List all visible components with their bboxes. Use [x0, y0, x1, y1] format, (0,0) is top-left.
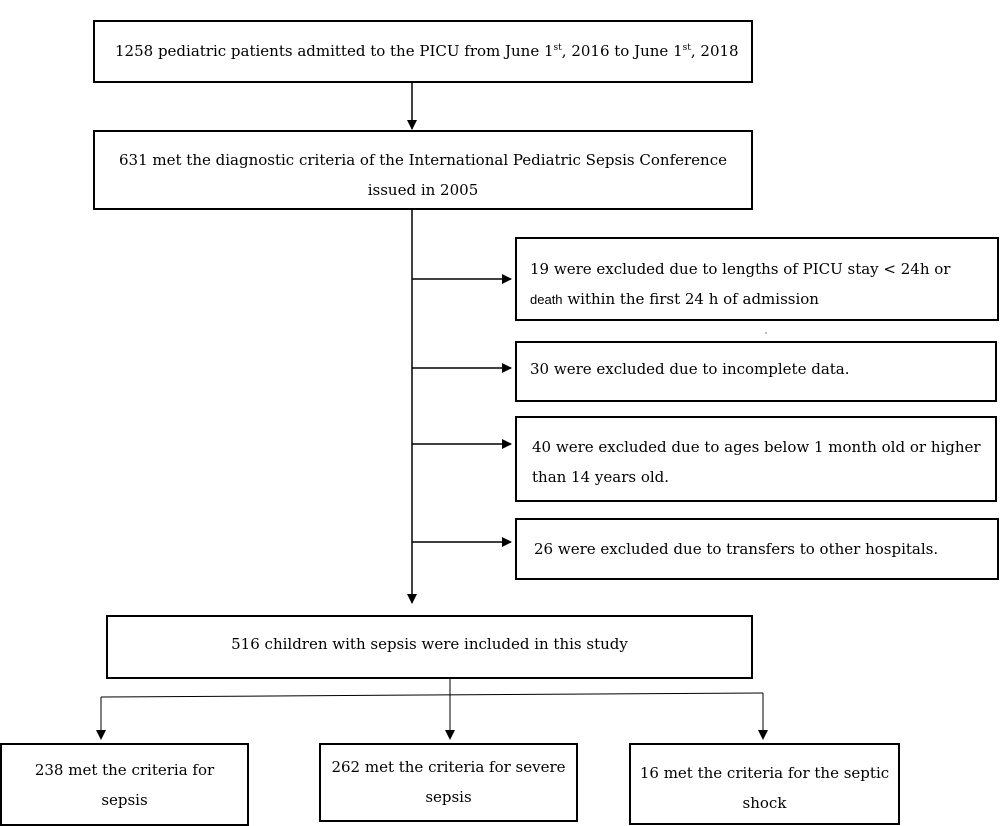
excluded-stay-line2-small: death	[530, 292, 563, 307]
sepsis-line2: sepsis	[101, 791, 148, 809]
admitted-sup2: st	[682, 43, 691, 53]
septic-shock-line2: shock	[742, 794, 787, 812]
criteria-box: 631 met the diagnostic criteria of the I…	[93, 130, 753, 210]
excluded-incomplete-text: 30 were excluded due to incomplete data.	[530, 360, 850, 378]
admitted-text-part3: , 2018	[690, 42, 739, 60]
severe-sepsis-line1: 262 met the criteria for severe	[331, 758, 566, 776]
excluded-age-box: 40 were excluded due to ages below 1 mon…	[515, 416, 997, 502]
included-box: 516 children with sepsis were included i…	[106, 615, 753, 679]
admitted-text: 1258 pediatric patients admitted to the …	[115, 36, 739, 66]
admitted-text-part2: , 2016 to June 1	[561, 42, 683, 60]
criteria-text: 631 met the diagnostic criteria of the I…	[95, 145, 751, 205]
excluded-stay-line2: death within the first 24 h of admission	[530, 284, 950, 315]
septic-shock-box: 16 met the criteria for the septic shock	[629, 743, 900, 825]
excluded-transfer-text: 26 were excluded due to transfers to oth…	[534, 540, 939, 558]
excluded-incomplete-box: 30 were excluded due to incomplete data.	[515, 341, 997, 402]
sepsis-text: 238 met the criteria for sepsis	[2, 755, 247, 815]
septic-shock-text: 16 met the criteria for the septic shock	[631, 758, 898, 818]
split-horizontal	[100, 692, 764, 698]
severe-sepsis-line2: sepsis	[425, 788, 472, 806]
admitted-sup1: st	[553, 43, 562, 53]
sepsis-box: 238 met the criteria for sepsis	[0, 743, 249, 826]
septic-shock-line1: 16 met the criteria for the septic	[639, 764, 890, 782]
criteria-line1: 631 met the diagnostic criteria of the I…	[119, 151, 727, 169]
excluded-transfer-box: 26 were excluded due to transfers to oth…	[515, 518, 999, 580]
excluded-stay-box: 19 were excluded due to lengths of PICU …	[515, 237, 999, 321]
excluded-age-line1: 40 were excluded due to ages below 1 mon…	[532, 438, 981, 456]
admitted-box: 1258 pediatric patients admitted to the …	[93, 20, 753, 83]
excluded-stay-line1: 19 were excluded due to lengths of PICU …	[530, 260, 951, 278]
excluded-stay-line2-rest: within the first 24 h of admission	[562, 290, 819, 308]
excluded-age-line2: than 14 years old.	[532, 468, 670, 486]
excluded-stay-text: 19 were excluded due to lengths of PICU …	[530, 254, 950, 315]
criteria-line2: issued in 2005	[367, 181, 479, 199]
included-text: 516 children with sepsis were included i…	[231, 635, 628, 653]
admitted-text-part1: 1258 pediatric patients admitted to the …	[115, 42, 554, 60]
excluded-age-text: 40 were excluded due to ages below 1 mon…	[532, 432, 981, 492]
sepsis-line1: 238 met the criteria for	[34, 761, 215, 779]
severe-sepsis-box: 262 met the criteria for severe sepsis	[319, 743, 578, 822]
speck-dot	[765, 332, 767, 334]
severe-sepsis-text: 262 met the criteria for severe sepsis	[321, 752, 576, 812]
